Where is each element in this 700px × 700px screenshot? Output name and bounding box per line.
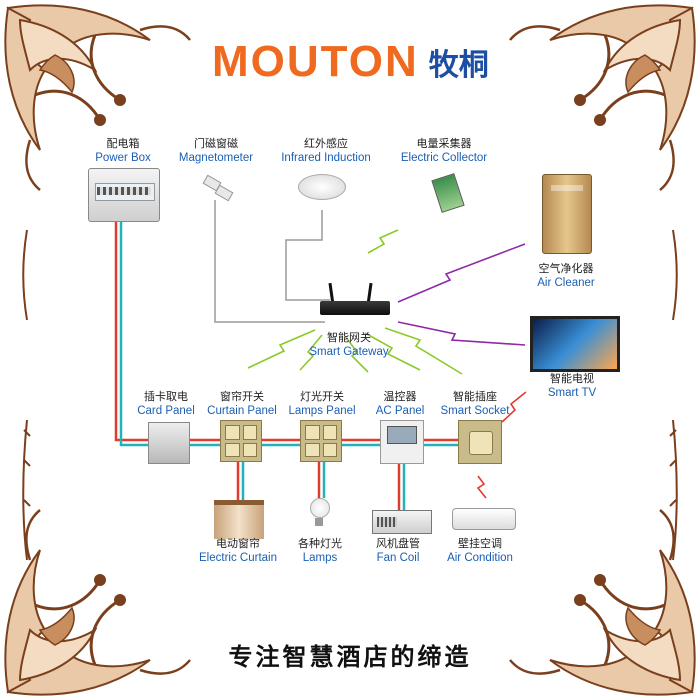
magnetometer-icon xyxy=(202,174,234,202)
label-magnetometer: 门磁窗磁 Magnetometer xyxy=(178,137,254,164)
label-collector: 电量采集器 Electric Collector xyxy=(400,137,488,164)
lamp-bulb-icon xyxy=(310,498,330,526)
curtain-panel-icon xyxy=(220,420,262,462)
label-air-cleaner: 空气净化器 Air Cleaner xyxy=(537,262,595,289)
label-ac-panel: 温控器 AC Panel xyxy=(375,390,425,417)
label-lamps: 各种灯光 Lamps xyxy=(298,537,342,564)
sensor-wires xyxy=(214,200,330,323)
label-power-box: 配电箱 Power Box xyxy=(95,137,151,164)
lamps-panel-icon xyxy=(300,420,342,462)
ac-panel-icon xyxy=(380,420,424,464)
label-card-panel: 插卡取电 Card Panel xyxy=(137,390,195,417)
label-fan-coil: 风机盘管 Fan Coil xyxy=(376,537,420,564)
label-curtain-panel: 窗帘开关 Curtain Panel xyxy=(207,390,277,417)
brand-name-cn: 牧桐 xyxy=(428,48,489,83)
air-cleaner-icon xyxy=(542,174,592,254)
infrared-sensor-icon xyxy=(298,174,346,200)
power-box-icon xyxy=(88,168,160,222)
label-air-condition: 壁挂空调 Air Condition xyxy=(447,537,513,564)
label-curtain: 电动窗帘 Electric Curtain xyxy=(199,537,277,564)
label-lamps-panel: 灯光开关 Lamps Panel xyxy=(288,390,356,417)
fan-coil-icon xyxy=(372,510,432,534)
label-smart-socket: 智能插座 Smart Socket xyxy=(440,390,510,417)
smart-socket-icon xyxy=(458,420,502,464)
power-wire xyxy=(114,222,460,447)
brand-logo: MOUTON 牧桐 xyxy=(212,40,489,84)
gateway-router-icon xyxy=(316,282,394,317)
smart-tv-icon xyxy=(530,316,620,372)
air-conditioner-icon xyxy=(452,508,516,530)
brand-name-en: MOUTON xyxy=(212,37,419,86)
label-gateway: 智能网关 Smart Gateway xyxy=(309,331,389,358)
wireless-links xyxy=(247,229,527,499)
label-infrared: 红外感应 Infrared Induction xyxy=(281,137,371,164)
slogan: 专注智慧酒店的缔造 xyxy=(228,642,472,671)
electric-curtain-icon xyxy=(214,500,264,539)
card-panel-icon xyxy=(148,422,190,464)
label-smart-tv: 智能电视 Smart TV xyxy=(547,372,597,399)
